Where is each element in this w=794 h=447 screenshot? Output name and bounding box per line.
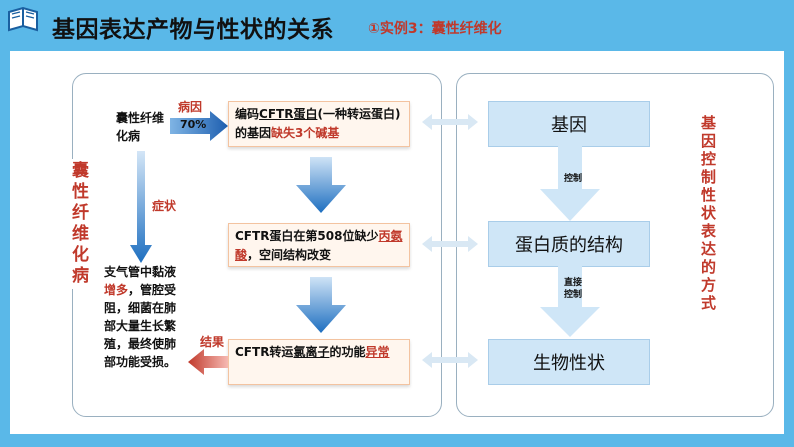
gene-box: 基因	[488, 101, 650, 147]
result-arrow	[188, 349, 228, 375]
direct-control-arrow	[540, 265, 600, 337]
box3-highlight: 异常	[365, 345, 390, 359]
result-label: 结果	[200, 335, 225, 349]
control-method-vertical-label: 基因控制性状表达的方式	[696, 111, 721, 317]
control-label: 控制	[564, 174, 583, 184]
symptom-label: 症状	[152, 199, 177, 213]
box1-cftr: CFTR蛋白	[259, 107, 318, 121]
symptoms-text-b: ，管腔受阻，细菌在肺部大量生长繁殖，最终使肺部功能受损。	[104, 283, 177, 369]
symptom-arrow	[130, 151, 152, 263]
box1-text-c: (一种转运蛋白)的基因	[235, 107, 401, 140]
box2-highlight: 丙氨酸	[235, 229, 403, 262]
direct-control-label-2: 控制	[564, 290, 583, 300]
content-area: 囊性纤维化病 囊性纤维化病 病因 70% 症状 支气管中黏液增多，管腔受阻，细菌…	[10, 51, 784, 434]
down-arrow-2	[296, 277, 346, 333]
cause-arrow	[170, 111, 228, 141]
disease-vertical-label: 囊性纤维化病	[66, 159, 91, 289]
trait-box: 生物性状	[488, 339, 650, 385]
box1-text-a: 编码	[235, 107, 260, 121]
symptoms-text-a: 支气管中黏液	[104, 265, 177, 279]
direct-control-label-1: 直接	[564, 278, 583, 288]
box3-text-a: CFTR转运	[235, 345, 294, 359]
page-title: 基因表达产物与性状的关系	[52, 17, 334, 43]
box1-highlight: 缺失3个碱基	[271, 126, 340, 140]
book-icon	[8, 6, 38, 32]
disease-label: 囊性纤维化病	[116, 109, 168, 145]
link-arrow-2	[422, 236, 478, 252]
box2-text-c: ，空间结构改变	[247, 248, 332, 262]
header-bar: 基因表达产物与性状的关系 ①实例3：囊性纤维化	[0, 0, 794, 47]
direct-control-label: 直接 控制	[564, 277, 582, 301]
box3-text-c: 的功能	[329, 345, 366, 359]
cause-label: 病因	[178, 100, 203, 114]
cause-percent: 70%	[180, 118, 207, 131]
link-arrow-1	[422, 114, 478, 130]
symptoms-highlight: 增多	[104, 283, 129, 297]
cause-box: 编码CFTR蛋白(一种转运蛋白)的基因缺失3个碱基	[228, 101, 410, 147]
control-arrow	[540, 145, 600, 221]
function-box: CFTR转运氯离子的功能异常	[228, 339, 410, 385]
protein-structure-box: 蛋白质的结构	[488, 221, 650, 267]
down-arrow-1	[296, 157, 346, 213]
box3-chloride: 氯离子	[293, 345, 330, 359]
link-arrow-3	[422, 352, 478, 368]
disease-label-text: 囊性纤维化病	[116, 111, 165, 143]
protein-box: CFTR蛋白在第508位缺少丙氨酸，空间结构改变	[228, 223, 410, 267]
symptoms-text: 支气管中黏液增多，管腔受阻，细菌在肺部大量生长繁殖，最终使肺部功能受损。	[104, 263, 182, 371]
box2-text-a: CFTR蛋白在第508位缺少	[235, 229, 379, 243]
page-subtitle: ①实例3：囊性纤维化	[368, 21, 502, 37]
